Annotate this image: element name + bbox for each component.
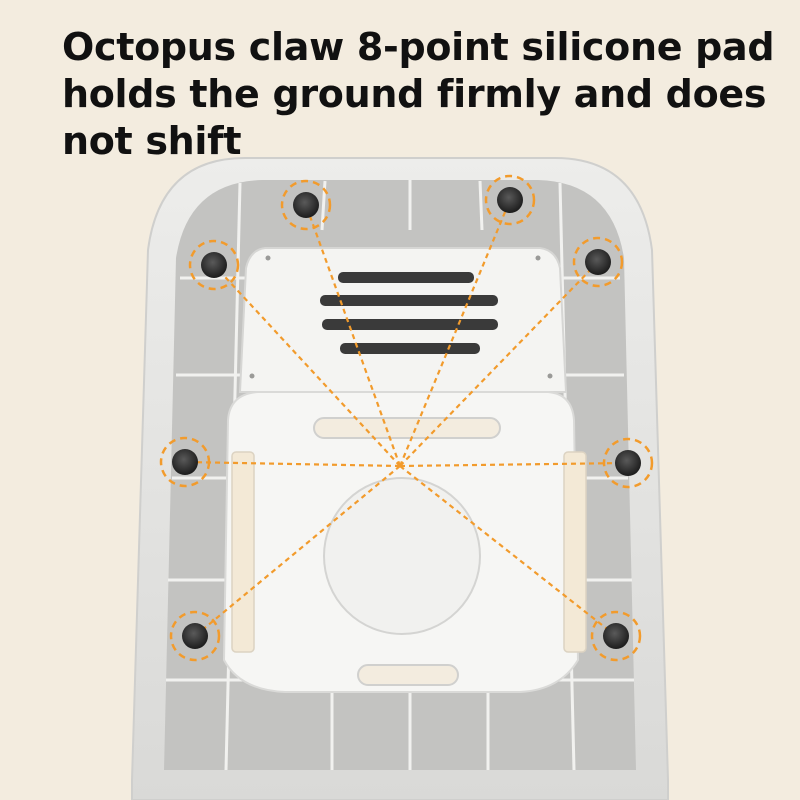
suction-pad-icon	[572, 236, 624, 288]
silicone-pads	[159, 174, 654, 662]
suction-pad-icon	[590, 610, 642, 662]
suction-pad-icon	[188, 239, 240, 291]
top-slot	[313, 417, 501, 439]
suction-pad-icon	[169, 610, 221, 662]
center-disc	[323, 477, 481, 635]
screw-holes	[249, 255, 553, 379]
suction-pad-icon	[280, 179, 332, 231]
right-rail	[563, 451, 587, 653]
suction-pad-icon	[159, 436, 211, 488]
bottom-slot	[357, 664, 459, 686]
vent-slots	[320, 272, 498, 354]
headline: Octopus claw 8-point silicone pad holds …	[62, 25, 775, 163]
left-rail	[231, 451, 255, 653]
pad-guide-lines	[184, 199, 629, 637]
suction-pad-icon	[602, 437, 654, 489]
suction-pad-icon	[484, 174, 536, 226]
